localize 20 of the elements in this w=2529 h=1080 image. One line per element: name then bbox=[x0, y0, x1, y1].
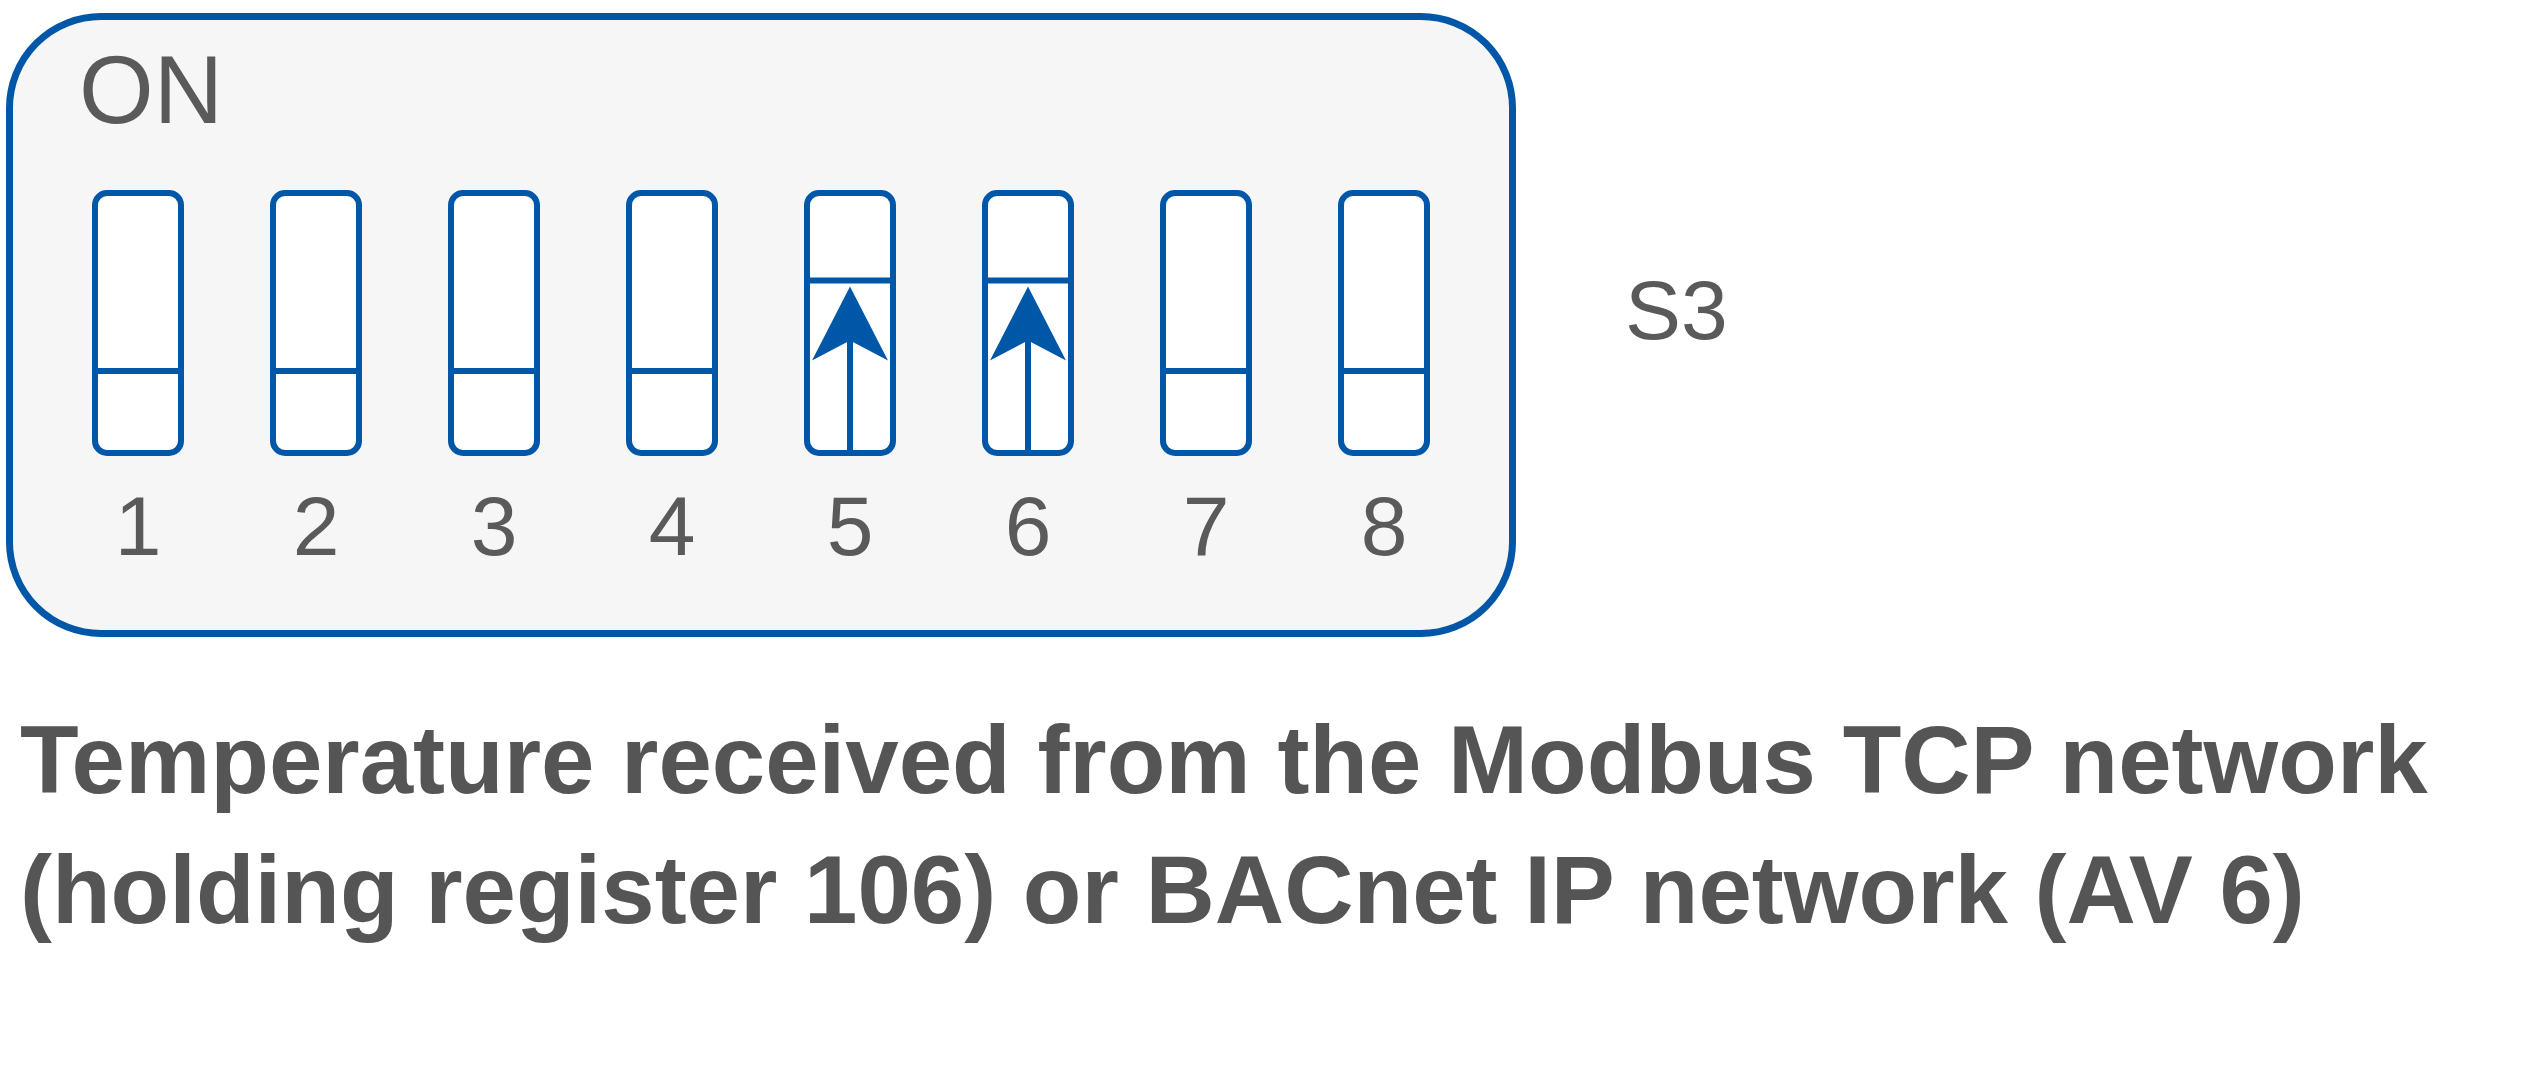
dip-switch bbox=[448, 190, 540, 456]
panel-heading: ON bbox=[79, 42, 223, 138]
switch-number: 7 bbox=[1181, 484, 1231, 568]
switch-number: 1 bbox=[113, 484, 163, 568]
dip-switch bbox=[1160, 190, 1252, 456]
dip-switch bbox=[270, 190, 362, 456]
dip-switch bbox=[92, 190, 184, 456]
dip-switch bbox=[626, 190, 718, 456]
switch-number: 6 bbox=[1003, 484, 1053, 568]
switch-number: 5 bbox=[825, 484, 875, 568]
switch-number: 3 bbox=[469, 484, 519, 568]
switch-number: 8 bbox=[1359, 484, 1409, 568]
dip-switch bbox=[804, 190, 896, 456]
caption: Temperature received from the Modbus TCP network (holding register 106) or BACnet IP network (AV 6) bbox=[20, 705, 2429, 945]
dip-switch bbox=[1338, 190, 1430, 456]
switch-number: 4 bbox=[647, 484, 697, 568]
switch-number: 2 bbox=[291, 484, 341, 568]
switch-label: S3 bbox=[1625, 268, 1728, 352]
dip-switch bbox=[982, 190, 1074, 456]
switch-panel bbox=[6, 13, 1516, 637]
